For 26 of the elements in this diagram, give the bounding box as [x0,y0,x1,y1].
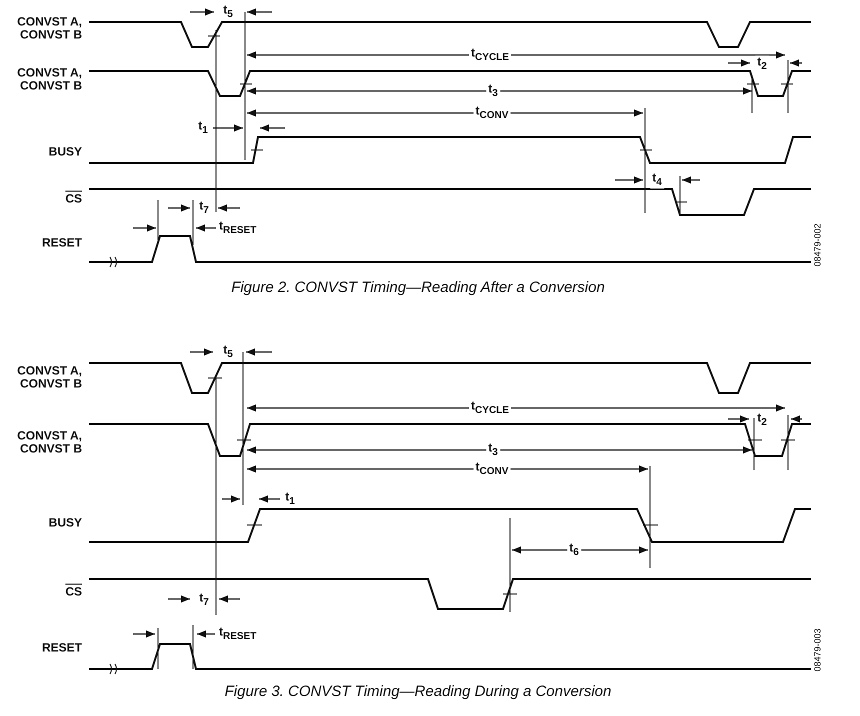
timing-label: t$_{CYCLE}$ [469,400,511,416]
timing-label: t$_{RESET}$ [217,626,258,642]
signal-label: BUSY [48,146,82,158]
timing-label: t$_{5}$ [221,4,235,20]
signal-label: CS [64,192,82,206]
signal-label: CONVST A, CONVST B [16,15,82,41]
signal-label: CONVST A, CONVST B [16,429,82,455]
timing-label: t$_{CONV}$ [474,460,510,478]
signal-label: BUSY [48,516,82,530]
timing-label: t$_{6}$ [567,542,581,558]
timing-label: t$_{3}$ [486,442,500,458]
signal-label: CONVST A, CONVST B [16,364,82,390]
figure-caption: Figure 2. CONVST Timing—Reading After a Conversion [231,280,605,296]
timing-label: t$_{3}$ [486,82,500,100]
signal-label: CONVST A, CONVST B [16,66,82,92]
figure-code: 08479-002 [813,223,823,267]
timing-label: t$_{4}$ [650,172,664,188]
timing-label: t$_{5}$ [221,344,235,360]
timing-label: t$_{CYCLE}$ [469,46,511,64]
signal-label: RESET [40,642,82,654]
figure-caption: Figure 3. CONVST Timing—Reading During a Conversion [224,684,612,700]
timing-label: t$_{RESET}$ [217,220,258,236]
timing-label: t$_{CONV}$ [474,104,510,122]
signal-label: CS [64,586,82,598]
figure-code: 08479-003 [813,628,823,672]
signal-label: RESET [40,236,82,250]
